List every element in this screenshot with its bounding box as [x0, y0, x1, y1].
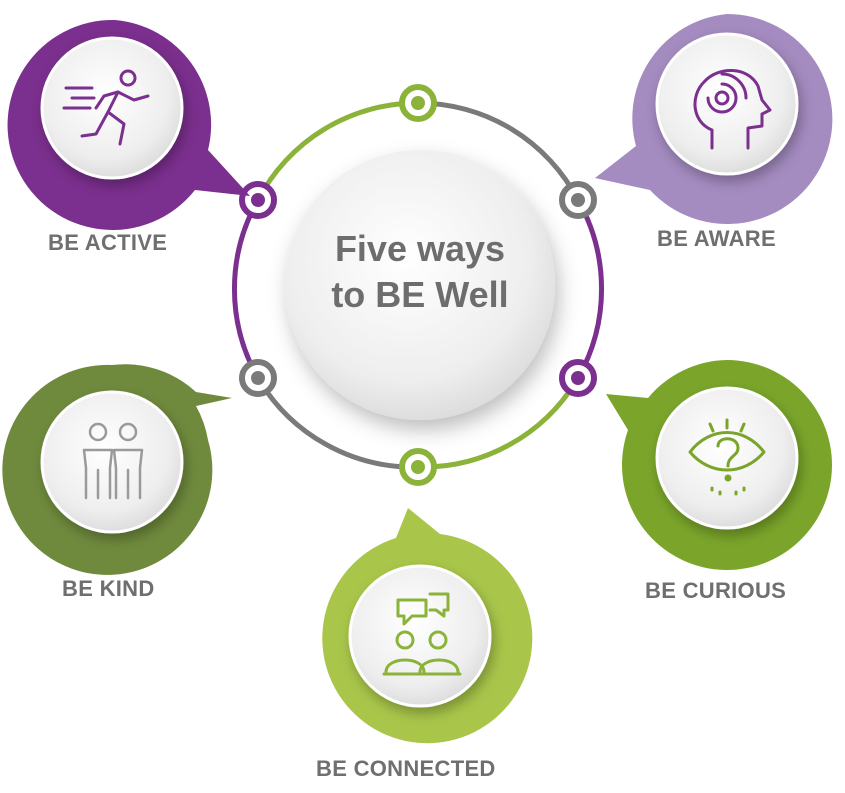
bubble-be-aware	[595, 13, 833, 224]
ring-node-lower-left	[239, 359, 277, 397]
mind-head-icon	[693, 69, 772, 150]
label-be-connected: BE CONNECTED	[316, 756, 496, 781]
ring-arc-top-right	[417, 100, 581, 202]
title-line-2: to BE Well	[331, 274, 509, 315]
label-be-active: BE ACTIVE	[48, 230, 168, 255]
ring-node-upper-left	[239, 181, 277, 219]
label-be-curious: BE CURIOUS	[645, 578, 787, 603]
bubble-inner-disc	[40, 36, 184, 180]
center-disc	[285, 150, 555, 420]
label-be-kind: BE KIND	[62, 576, 155, 601]
curious-eye-icon	[688, 418, 766, 496]
diagram-title: Five ways to BE Well	[290, 226, 550, 318]
bubble-inner-disc	[40, 390, 184, 534]
bubble-be-connected	[322, 508, 533, 744]
ring-node-lower-right	[559, 359, 597, 397]
label-be-aware: BE AWARE	[657, 226, 776, 251]
bubble-be-kind	[2, 364, 232, 575]
bubble-inner-disc	[655, 386, 799, 530]
ring-arc-top-left	[255, 100, 419, 202]
bubble-inner-disc	[348, 564, 492, 708]
ring-node-top	[399, 84, 437, 122]
ring-node-upper-right	[559, 181, 597, 219]
ring-node-bottom	[399, 448, 437, 486]
ring-arc-right	[575, 198, 604, 380]
bubble-inner-disc	[655, 32, 799, 176]
two-people-icon	[82, 422, 144, 500]
chat-people-icon	[382, 592, 462, 676]
bubble-be-curious	[606, 360, 832, 570]
bubble-be-active	[7, 19, 251, 230]
ring-arc-bottom-right	[417, 376, 581, 470]
central-ring	[232, 100, 604, 470]
ring-arc-left	[232, 198, 261, 380]
title-line-1: Five ways	[334, 228, 506, 269]
running-person-icon	[62, 69, 150, 146]
ring-arc-bottom-left	[255, 376, 419, 470]
